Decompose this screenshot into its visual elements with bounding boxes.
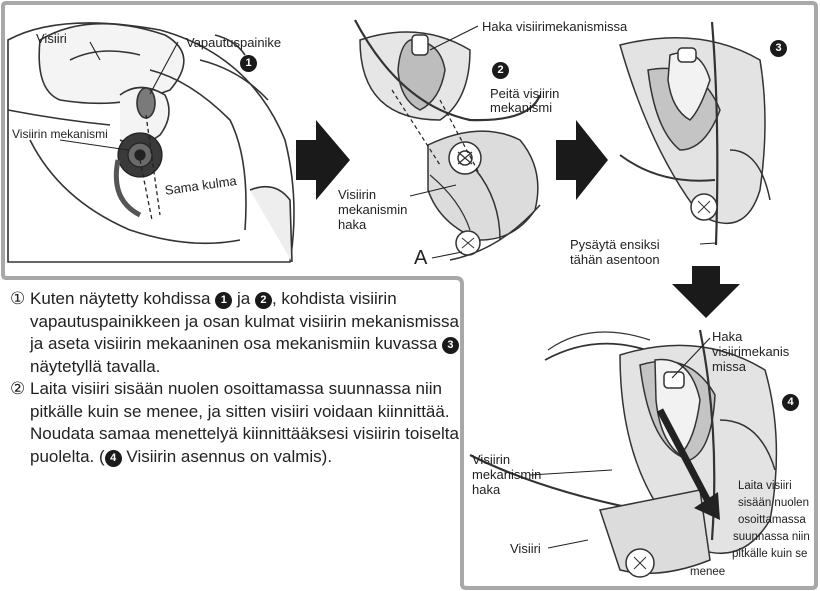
label-cover-mechanism-1: Peitä visiirin [490, 87, 559, 101]
instruction-step-1: ①Kuten näytetty kohdissa 1 ja 2, kohdist… [10, 288, 460, 378]
label-p4-hook-1: Haka [712, 330, 742, 344]
step-2-number: ② [10, 378, 25, 401]
label-insert-6: menee [690, 566, 725, 578]
label-insert-4: suunnassa niin [733, 531, 810, 543]
label-p4-hook-2: visiirimekanis [712, 345, 789, 359]
inline-badge-4: 4 [105, 450, 122, 467]
inline-badge-2: 2 [255, 292, 272, 309]
label-insert-3: osoittamassa [738, 514, 806, 526]
step-1-text-b: ja [237, 289, 250, 308]
label-insert-1: Laita visiiri [738, 480, 792, 492]
panel3-illustration [620, 22, 770, 245]
badge-step-3: 3 [770, 40, 787, 57]
inline-badge-3: 3 [442, 337, 459, 354]
badge-step-4: 4 [782, 394, 799, 411]
panel2-illustration [355, 20, 540, 260]
label-point-a: A [414, 248, 427, 269]
instructions-text: ①Kuten näytetty kohdissa 1 ja 2, kohdist… [10, 288, 460, 468]
badge-step-1: 1 [240, 55, 257, 72]
instruction-step-2: ②Laita visiiri sisään nuolen osoittamass… [10, 378, 460, 468]
step-1-text-d: näytetyllä tavalla. [30, 357, 160, 376]
inline-badge-1: 1 [215, 292, 232, 309]
label-insert-2: sisään nuolen [738, 497, 809, 509]
label-cover-mechanism-2: mekanismi [490, 101, 552, 115]
label-p4-mech-hook-1: Visiirin [472, 453, 510, 467]
label-visor-mechanism: Visiirin mekanismi [12, 128, 108, 141]
label-insert-5: pitkälle kuin se [732, 548, 807, 560]
label-mech-hook-1: Visiirin [338, 188, 376, 202]
step-1-number: ① [10, 288, 25, 311]
label-hook-in-mechanism: Haka visiirimekanismissa [482, 20, 627, 34]
badge-step-2: 2 [492, 62, 509, 79]
label-p4-hook-3: missa [712, 360, 746, 374]
label-mech-hook-3: haka [338, 218, 366, 232]
label-release-button: Vapautuspainike [186, 36, 281, 50]
label-stop-first-2: tähän asentoon [570, 253, 660, 267]
panel3-leader [700, 243, 716, 244]
label-stop-first-1: Pysäytä ensiksi [570, 238, 660, 252]
label-p4-visor: Visiiri [510, 542, 541, 556]
release-button-shape [137, 88, 155, 118]
step-arrow-2 [556, 120, 608, 200]
step-arrow-down [672, 266, 740, 318]
label-p4-mech-hook-2: mekanismin [472, 468, 541, 482]
label-mech-hook-2: mekanismin [338, 203, 407, 217]
step-1-text-a: Kuten näytetty kohdissa [30, 289, 211, 308]
step-2-text-b: Visiirin asennus on valmis). [126, 447, 332, 466]
label-visor: Visiiri [36, 32, 67, 46]
label-p4-mech-hook-3: haka [472, 483, 500, 497]
